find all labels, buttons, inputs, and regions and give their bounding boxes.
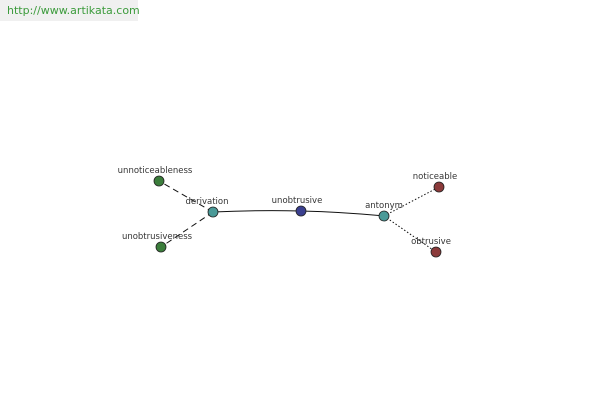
node-unobtrusive-label: unobtrusive <box>272 196 323 206</box>
node-antonym-label: antonym <box>365 201 403 211</box>
watermark-url[interactable]: http://www.artikata.com <box>7 4 140 17</box>
node-unobtrusive[interactable]: unobtrusive <box>272 196 323 217</box>
node-derivation-marker[interactable] <box>207 206 219 218</box>
edge-derivation-unnoticeableness <box>158 180 214 213</box>
node-unnoticeableness[interactable]: unnoticeableness <box>118 166 193 187</box>
node-noticeable-marker[interactable] <box>433 181 445 193</box>
node-unnoticeableness-label: unnoticeableness <box>118 166 193 176</box>
edge-antonym-obtrusive <box>383 215 437 253</box>
edge-center-derivation <box>212 210 302 213</box>
node-noticeable[interactable]: noticeable <box>413 172 457 193</box>
node-derivation[interactable]: derivation <box>185 197 229 218</box>
edges-layer <box>158 180 440 253</box>
watermark: http://www.artikata.com <box>0 0 140 21</box>
node-noticeable-label: noticeable <box>413 172 457 182</box>
node-unnoticeableness-marker[interactable] <box>153 175 165 187</box>
node-antonym[interactable]: antonym <box>365 201 403 222</box>
node-unobtrusiveness-label: unobtrusiveness <box>122 232 193 242</box>
edge-derivation-unobtrusiveness <box>160 211 214 248</box>
nodes-layer: unobtrusive derivation antonym unnoticea… <box>118 166 457 258</box>
node-unobtrusive-marker[interactable] <box>295 205 307 217</box>
node-unobtrusiveness-marker[interactable] <box>155 241 167 253</box>
node-unobtrusiveness[interactable]: unobtrusiveness <box>122 232 193 253</box>
node-derivation-label: derivation <box>185 197 228 207</box>
edge-center-antonym <box>300 210 385 217</box>
node-obtrusive-label: obtrusive <box>411 237 451 247</box>
node-obtrusive[interactable]: obtrusive <box>411 237 451 258</box>
node-obtrusive-marker[interactable] <box>430 246 442 258</box>
node-antonym-marker[interactable] <box>378 210 390 222</box>
